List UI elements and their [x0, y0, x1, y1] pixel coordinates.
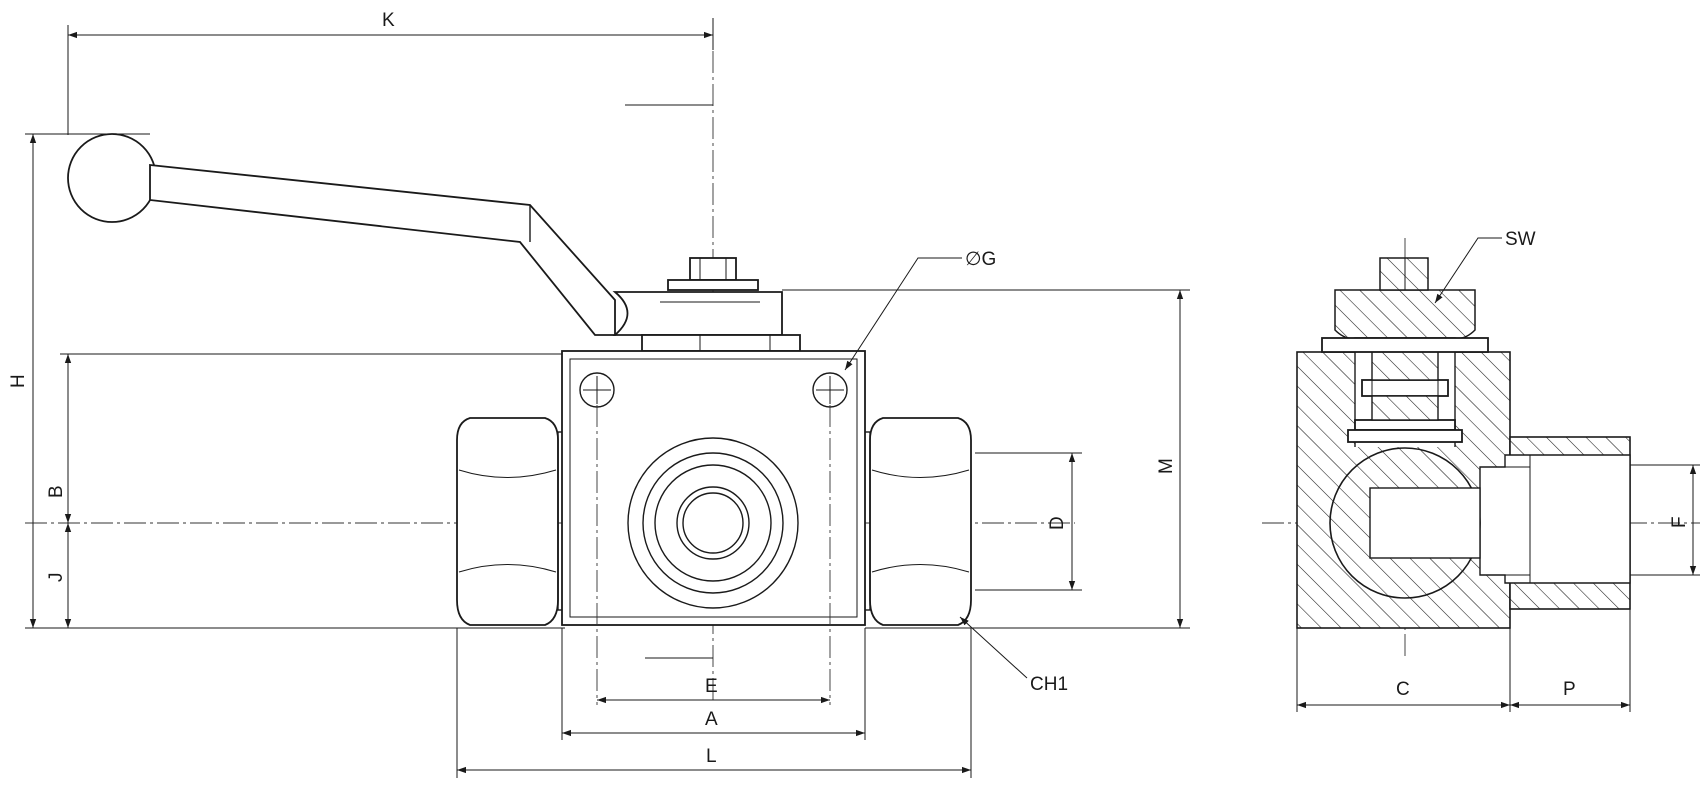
- valve-body: [561, 350, 866, 626]
- label-J: J: [46, 573, 67, 583]
- ball-bore: [1369, 487, 1481, 559]
- label-B: B: [46, 485, 67, 498]
- stem-nut-section: [1334, 289, 1476, 340]
- label-CH1: CH1: [1030, 674, 1068, 695]
- stem-top-section: [1379, 257, 1429, 291]
- label-L: L: [706, 746, 717, 767]
- label-SW: SW: [1505, 229, 1536, 250]
- leader-CH1: [959, 616, 1028, 679]
- leader-G: [844, 257, 962, 371]
- side-section-view: SW C P F: [1262, 229, 1700, 712]
- right-hex-port: [859, 417, 972, 626]
- left-hex-port: [456, 417, 567, 626]
- label-M: M: [1156, 458, 1177, 474]
- mounting-hole-left: [579, 372, 615, 408]
- stem-assembly: [612, 257, 801, 352]
- front-dimensions: K H B J ∅G M D E A: [8, 10, 1190, 778]
- label-A: A: [705, 709, 718, 730]
- seal-ring-upper: [1361, 379, 1449, 397]
- front-port: [627, 437, 799, 609]
- handle-bar: [149, 164, 616, 336]
- front-view: [25, 18, 1075, 705]
- label-E: E: [705, 676, 718, 697]
- label-P: P: [1563, 679, 1576, 700]
- mounting-hole-right: [812, 372, 848, 408]
- label-D: D: [1047, 516, 1068, 530]
- leader-SW: [1434, 237, 1502, 304]
- label-G: ∅G: [965, 249, 996, 270]
- stem-housing: [612, 291, 783, 336]
- stem-collar: [641, 334, 801, 352]
- seal-ring-lower: [1347, 429, 1463, 443]
- lever-handle: [67, 133, 616, 336]
- stem-nut: [689, 257, 737, 281]
- label-F: F: [1669, 516, 1690, 528]
- label-C: C: [1396, 679, 1410, 700]
- handle-knob: [67, 133, 157, 223]
- label-H: H: [8, 374, 29, 388]
- label-K: K: [382, 10, 395, 31]
